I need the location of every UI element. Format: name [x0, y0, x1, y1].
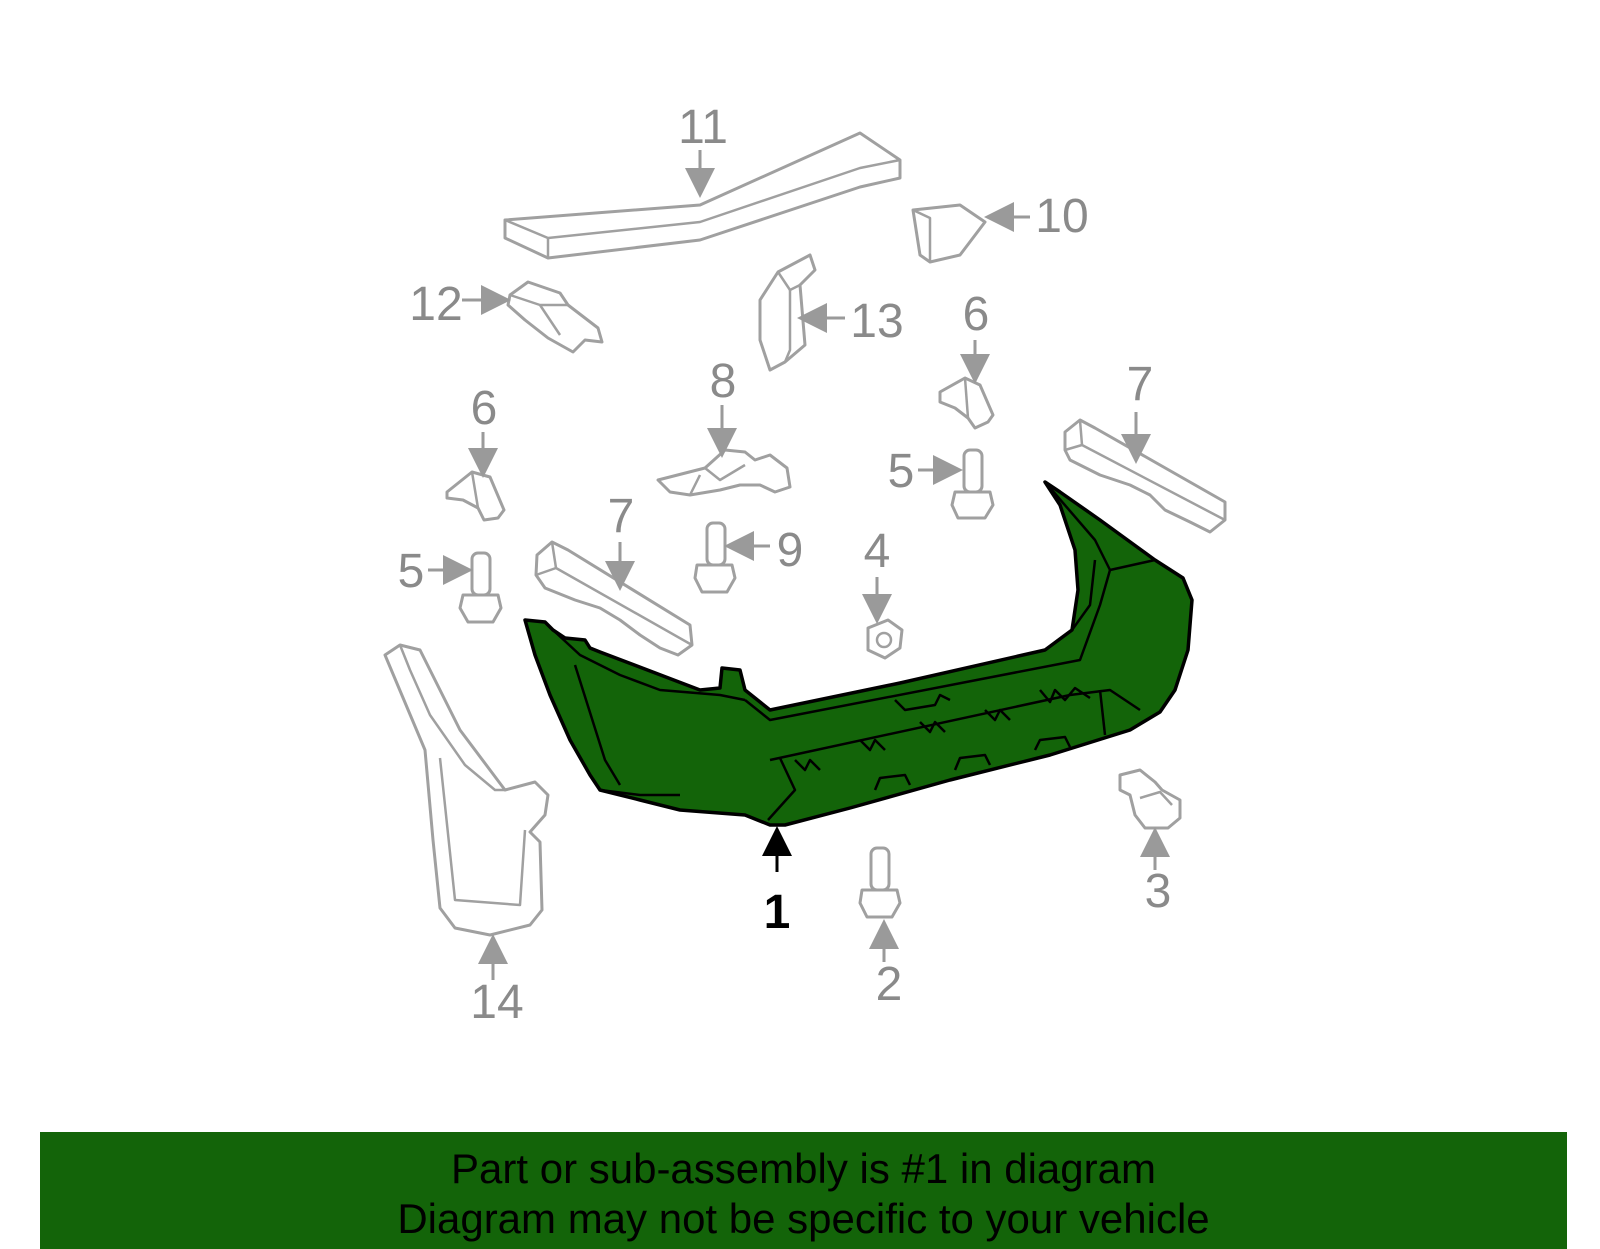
part-6-right-bracket[interactable]	[938, 376, 995, 430]
callout-5a: 5	[398, 545, 425, 598]
callout-4: 4	[864, 525, 891, 578]
part-11-reinforcement[interactable]	[503, 131, 902, 260]
part-13-bracket[interactable]	[758, 253, 817, 372]
part-12-bracket[interactable]	[506, 280, 604, 354]
callout-1: 1	[764, 886, 791, 939]
part-14-mud-guard[interactable]	[383, 643, 550, 937]
footer-line-2: Diagram may not be specific to your vehi…	[397, 1195, 1210, 1242]
part-4-nut[interactable]	[866, 618, 904, 660]
part-7-right-bracket[interactable]	[1063, 418, 1227, 534]
part-8-bracket[interactable]	[656, 448, 792, 497]
part-2-bolt[interactable]	[858, 846, 902, 919]
part-1-bumper-cover[interactable]	[523, 480, 1194, 827]
callout-3: 3	[1145, 865, 1172, 918]
callout-8: 8	[710, 355, 737, 408]
callout-6b: 6	[963, 288, 990, 341]
callout-7b: 7	[1127, 358, 1154, 411]
callout-13: 13	[850, 295, 903, 348]
callout-14: 14	[470, 976, 523, 1029]
part-7-left-bracket[interactable]	[534, 540, 694, 657]
footer-banner: Part or sub-assembly is #1 in diagram Di…	[40, 1132, 1567, 1249]
part-9-bolt[interactable]	[693, 521, 737, 594]
callout-9: 9	[777, 524, 804, 577]
footer-line-1: Part or sub-assembly is #1 in diagram	[451, 1145, 1156, 1192]
callout-7a: 7	[608, 490, 635, 543]
callout-2: 2	[876, 958, 903, 1011]
part-5-right-bolt[interactable]	[950, 448, 995, 520]
callout-5b: 5	[888, 445, 915, 498]
callout-11: 11	[678, 101, 728, 154]
callout-6a: 6	[471, 382, 498, 435]
part-3-clip[interactable]	[1118, 768, 1182, 830]
callout-10: 10	[1035, 190, 1088, 243]
part-6-left-bracket[interactable]	[445, 470, 506, 522]
part-10-bracket[interactable]	[911, 203, 987, 264]
callout-12: 12	[409, 278, 462, 331]
part-5-left-bolt[interactable]	[458, 551, 503, 624]
